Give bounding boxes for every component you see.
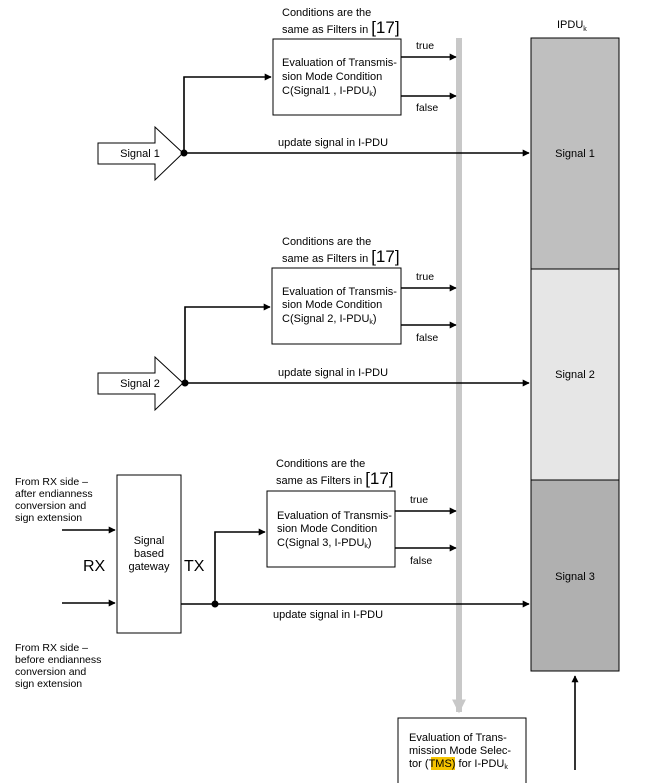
from-rx-before-line2: before endianness xyxy=(15,654,101,666)
gateway-label-line2: based xyxy=(134,548,164,560)
from-rx-after-line3: conversion and xyxy=(15,500,86,512)
from-rx-after-line4: sign extension xyxy=(15,512,82,524)
evaluation-box-3 xyxy=(266,490,396,568)
false-label-1: false xyxy=(416,102,438,114)
signal-1-input-arrow xyxy=(97,125,184,182)
rx-label: RX xyxy=(83,558,106,575)
conditions-note-2-line2: same as Filters in[17] xyxy=(282,247,400,266)
evaluation-box-2 xyxy=(271,267,402,345)
ipdu-segment-signal-1 xyxy=(530,37,620,270)
ipdu-segment-signal-3 xyxy=(530,479,620,672)
evaluation-3-line3: C(Signal 3, I-PDUk) xyxy=(277,537,372,550)
true-label-2: true xyxy=(416,271,434,283)
ipdu-label-signal-3: Signal 3 xyxy=(555,571,595,583)
from-rx-after-line2: after endianness xyxy=(15,488,93,500)
branch-arrow-3 xyxy=(214,528,266,604)
true-label-3: true xyxy=(410,494,428,506)
evaluation-1-line3: C(Signal1 , I-PDUk) xyxy=(282,85,377,98)
branch-arrow-2 xyxy=(184,303,271,383)
signal-2-input-arrow xyxy=(97,355,184,412)
evaluation-2-line1: Evaluation of Transmis- xyxy=(282,286,397,298)
evaluation-2-line2: sion Mode Condition xyxy=(282,299,382,311)
signal-based-gateway-box xyxy=(116,474,182,634)
ipdu-title: IPDUk xyxy=(557,19,587,33)
ipdu-label-signal-1: Signal 1 xyxy=(555,148,595,160)
conditions-note-3-line1: Conditions are the xyxy=(276,458,365,470)
evaluation-3-line1: Evaluation of Transmis- xyxy=(277,510,392,522)
ipdu-label-signal-2: Signal 2 xyxy=(555,369,595,381)
from-rx-before-line3: conversion and xyxy=(15,666,86,678)
tms-highlight xyxy=(431,757,455,770)
update-label-2: update signal in I-PDU xyxy=(278,367,388,379)
update-label-1: update signal in I-PDU xyxy=(278,137,388,149)
update-label-3: update signal in I-PDU xyxy=(273,609,383,621)
gateway-label-line3: gateway xyxy=(129,561,170,573)
branch-arrow-1 xyxy=(183,73,272,153)
tx-label: TX xyxy=(184,558,205,575)
signal-2-input-label: Signal 2 xyxy=(120,378,160,390)
signal-1-input-label: Signal 1 xyxy=(120,148,160,160)
selector-line2: mission Mode Selec- xyxy=(409,745,511,757)
from-rx-before-line4: sign extension xyxy=(15,678,82,690)
ipdu-segment-signal-2 xyxy=(530,268,620,481)
evaluation-box-1 xyxy=(272,38,402,116)
selector-line1: Evaluation of Trans- xyxy=(409,732,507,744)
from-rx-before-line1: From RX side – xyxy=(15,642,88,654)
conditions-note-3-line2: same as Filters in[17] xyxy=(276,469,394,488)
evaluation-3-line2: sion Mode Condition xyxy=(277,523,377,535)
false-label-2: false xyxy=(416,332,438,344)
from-rx-after-line1: From RX side – xyxy=(15,476,88,488)
false-label-3: false xyxy=(410,555,432,567)
selector-line3: tor (TMS) for I-PDUk xyxy=(409,758,508,771)
true-label-1: true xyxy=(416,40,434,52)
tms-selector-box xyxy=(397,717,527,783)
evaluation-1-line2: sion Mode Condition xyxy=(282,71,382,83)
evaluation-1-line1: Evaluation of Transmis- xyxy=(282,57,397,69)
evaluation-2-line3: C(Signal 2, I-PDUk) xyxy=(282,313,377,326)
conditions-note-2-line1: Conditions are the xyxy=(282,236,371,248)
conditions-note-1-line2: same as Filters in[17] xyxy=(282,18,400,37)
conditions-note-1-line1: Conditions are the xyxy=(282,7,371,19)
gateway-label-line1: Signal xyxy=(134,535,165,547)
